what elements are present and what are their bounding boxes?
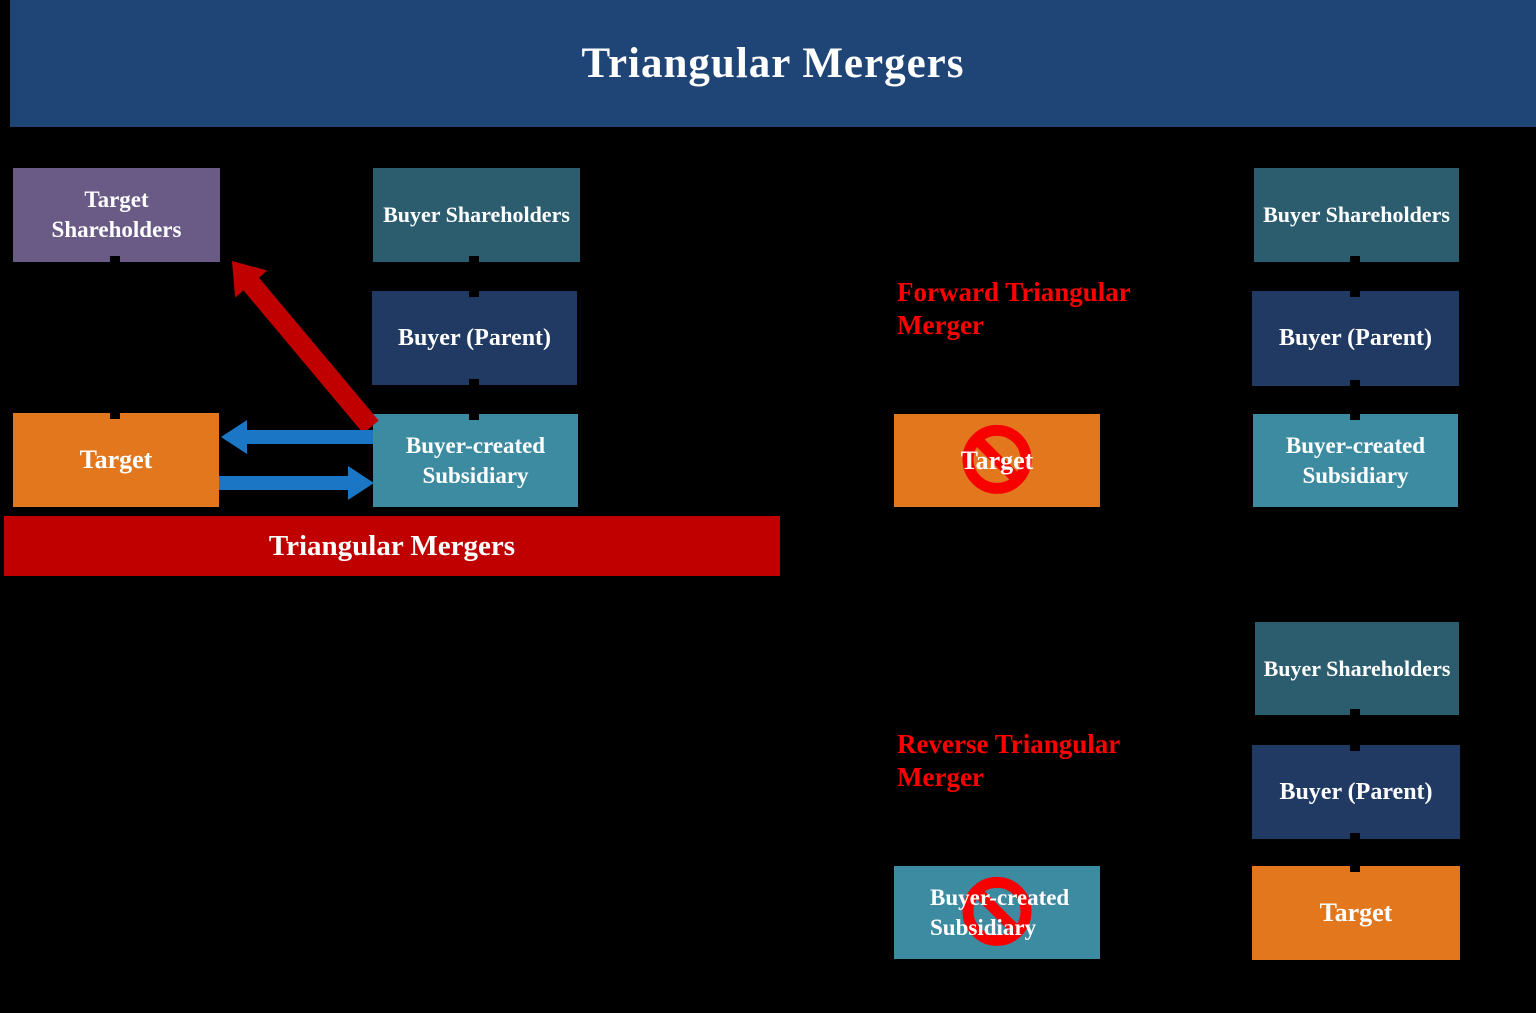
- box-label: Subsidiary: [930, 914, 1037, 940]
- box-buyer-subsidiary-left: Buyer-created Subsidiary: [373, 414, 578, 507]
- blue-arrow-subsidiary-to-target: [221, 420, 373, 454]
- box-buyer-parent-reverse: Buyer (Parent): [1252, 745, 1460, 839]
- connector-line: [1350, 380, 1360, 420]
- box-label: Buyer-created: [1285, 432, 1426, 458]
- box-label: Target: [84, 187, 149, 212]
- box-buyer-shareholders-reverse: Buyer Shareholders: [1255, 622, 1459, 715]
- connector-line: [469, 379, 479, 420]
- box-buyer-parent-forward: Buyer (Parent): [1252, 291, 1459, 386]
- banner-triangular-mergers: Triangular Mergers: [4, 516, 780, 576]
- slide-title: Triangular Mergers: [581, 40, 965, 87]
- box-buyer-subsidiary-reverse-prohibited: Buyer-created Subsidiary: [894, 866, 1100, 959]
- label-reverse-triangular-merger: Reverse Triangular Merger: [897, 728, 1120, 794]
- box-label: Buyer (Parent): [1279, 778, 1433, 805]
- connector-line: [1350, 709, 1360, 751]
- connector-line: [1350, 833, 1360, 872]
- red-arrow-subsidiary-to-target-shareholders: [232, 261, 379, 434]
- box-label: Subsidiary: [422, 462, 529, 488]
- label-line: Reverse Triangular: [897, 729, 1121, 759]
- box-buyer-subsidiary-forward: Buyer-created Subsidiary: [1253, 414, 1458, 507]
- box-label: Target: [1319, 898, 1393, 927]
- no-symbol-icon: [962, 876, 1032, 946]
- box-buyer-shareholders-forward: Buyer Shareholders: [1254, 168, 1459, 262]
- connector-line: [469, 256, 479, 297]
- box-label: Buyer (Parent): [1278, 325, 1433, 351]
- banner-label: Triangular Mergers: [268, 529, 516, 562]
- blue-arrow-target-to-subsidiary: [219, 466, 374, 500]
- box-buyer-shareholders-left: Buyer Shareholders: [373, 168, 580, 262]
- box-label: Subsidiary: [1302, 462, 1409, 488]
- box-buyer-parent-left: Buyer (Parent): [372, 291, 577, 385]
- connector-line: [110, 256, 120, 419]
- label-line: Forward Triangular: [897, 277, 1131, 307]
- box-label: Buyer Shareholders: [383, 202, 570, 227]
- label-line: Merger: [897, 762, 984, 792]
- box-target-left: Target: [13, 413, 219, 507]
- box-label: Buyer-created: [930, 884, 1070, 910]
- box-target-reverse: Target: [1252, 866, 1460, 960]
- box-label: Buyer (Parent): [397, 324, 552, 351]
- no-symbol-icon: [962, 424, 1032, 494]
- label-line: Merger: [897, 310, 984, 340]
- box-label: Shareholders: [51, 217, 182, 242]
- box-target-forward-prohibited: Target: [894, 414, 1100, 507]
- box-label: Buyer Shareholders: [1263, 655, 1451, 681]
- header-band: Triangular Mergers: [10, 0, 1536, 127]
- box-target-shareholders: Target Shareholders: [13, 168, 220, 262]
- box-label: Buyer-created: [405, 432, 546, 458]
- label-forward-triangular-merger: Forward Triangular Merger: [897, 276, 1131, 342]
- box-label: Target: [960, 445, 1034, 475]
- box-label: Buyer Shareholders: [1263, 202, 1450, 227]
- box-label: Target: [79, 445, 153, 474]
- connector-line: [1350, 256, 1360, 297]
